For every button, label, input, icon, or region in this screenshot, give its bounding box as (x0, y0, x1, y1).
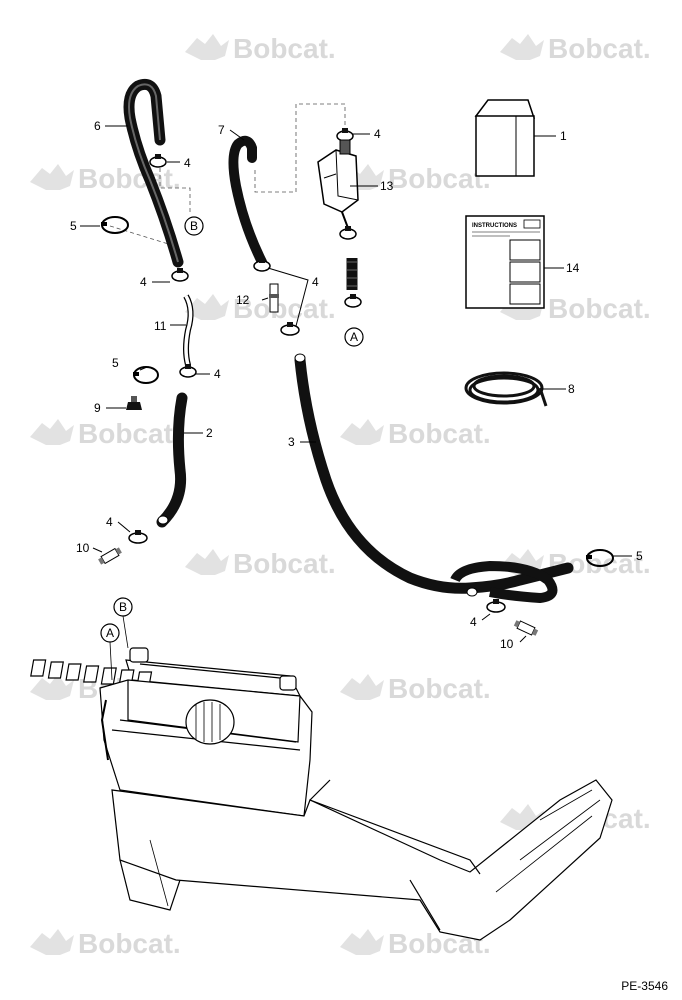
fitting-part-9 (126, 396, 142, 410)
watermark-text: Bobcat. (388, 163, 491, 194)
box-part-1 (474, 99, 536, 177)
hose-part-3-end (294, 353, 306, 363)
callout-4: 4 (140, 275, 147, 289)
leader-lines (80, 125, 632, 643)
bobcat-logo-icon (30, 419, 74, 445)
watermark: Bobcat. (185, 293, 336, 324)
callout-10: 10 (76, 541, 90, 555)
svg-text:B: B (190, 219, 198, 233)
watermark-text: Bobcat. (233, 293, 336, 324)
callout-6: 6 (94, 119, 101, 133)
callout-4: 4 (374, 127, 381, 141)
callout-4: 4 (106, 515, 113, 529)
bobcat-logo-icon (340, 674, 384, 700)
callout-8: 8 (568, 382, 575, 396)
callout-10: 10 (500, 637, 514, 651)
bobcat-logo-icon (30, 164, 74, 190)
reference-code: PE-3546 (621, 979, 668, 993)
callout-3: 3 (288, 435, 295, 449)
fitting-part-12 (269, 283, 279, 313)
watermark: Bobcat. (30, 928, 181, 959)
watermark-text: Bobcat. (78, 163, 181, 194)
hose-part-2 (156, 392, 188, 528)
svg-text:A: A (350, 330, 358, 344)
bobcat-logo-icon (340, 419, 384, 445)
fitting-part-10 (98, 547, 122, 565)
hose-clamp (179, 364, 197, 378)
hose-part-3-loop (450, 560, 558, 604)
bobcat-logo-icon (30, 674, 74, 700)
watermark-text: Bobcat. (548, 33, 651, 64)
callout-13: 13 (380, 179, 394, 193)
callout-5: 5 (70, 219, 77, 233)
manual-title: INSTRUCTIONS (472, 223, 517, 229)
loop-clamp (133, 366, 159, 384)
svg-text:B: B (119, 600, 127, 614)
callout-4: 4 (470, 615, 477, 629)
hose-clamp (149, 154, 167, 168)
watermark: Bobcat. (30, 418, 181, 449)
watermark-text: Bobcat. (388, 418, 491, 449)
watermark-text: Bobcat. (548, 293, 651, 324)
hose-part-6-highlight (128, 83, 179, 263)
watermark: Bobcat. (30, 163, 181, 194)
callout-1: 1 (560, 129, 567, 143)
watermark: Bobcat. (500, 33, 651, 64)
callout-12: 12 (236, 293, 250, 307)
loop-clamp (101, 216, 129, 234)
callout-5: 5 (112, 356, 119, 370)
coolant-reservoir-part-13 (317, 128, 362, 308)
fitting-part-10 (513, 620, 539, 636)
connector-a-top: A (344, 327, 364, 347)
tube-part-11-inner (184, 295, 193, 366)
watermark: Bobcat. (185, 548, 336, 579)
watermark-text: Bobcat. (233, 548, 336, 579)
callout-2: 2 (206, 426, 213, 440)
instruction-manual-part-14: INSTRUCTIONS (465, 215, 545, 309)
bobcat-logo-icon (30, 929, 74, 955)
connector-b-bottom: B (113, 597, 133, 617)
heater-assembly (30, 647, 613, 941)
svg-text:A: A (106, 626, 114, 640)
watermark: Bobcat. (340, 673, 491, 704)
hose-clamp (171, 268, 189, 282)
hose-part-3-end (466, 587, 478, 597)
bobcat-logo-icon (185, 34, 229, 60)
loop-clamp (586, 549, 614, 567)
bobcat-logo-icon (185, 294, 229, 320)
coiled-hose-part-8 (464, 371, 548, 407)
hose-clamp (253, 258, 271, 272)
bobcat-logo-icon (500, 34, 544, 60)
callout-4: 4 (184, 156, 191, 170)
watermark: Bobcat. (340, 418, 491, 449)
bobcat-logo-icon (340, 929, 384, 955)
callout-labels: 6 4 5 4 11 5 4 9 2 4 10 7 12 4 3 4 13 1 … (70, 119, 643, 651)
callout-7: 7 (218, 123, 225, 137)
watermark-text: Bobcat. (78, 418, 181, 449)
watermark-text: Bobcat. (388, 673, 491, 704)
callout-4: 4 (312, 275, 319, 289)
callout-9: 9 (94, 401, 101, 415)
connector-b-top: B (184, 216, 204, 236)
hose-part-2-end (157, 515, 169, 525)
hose-clamp (486, 599, 506, 613)
hose-part-7 (228, 135, 267, 267)
callout-5: 5 (636, 549, 643, 563)
watermark: Bobcat. (185, 33, 336, 64)
callout-11: 11 (154, 319, 167, 333)
hose-clamp (280, 322, 300, 336)
connector-a-bottom: A (100, 623, 120, 643)
watermark-text: Bobcat. (233, 33, 336, 64)
bobcat-logo-icon (185, 549, 229, 575)
hose-part-3 (294, 354, 574, 594)
hose-clamp (128, 530, 148, 544)
watermark: Bobcat. (340, 163, 491, 194)
callout-4: 4 (214, 367, 221, 381)
connector-lead (109, 615, 129, 681)
watermark-text: Bobcat. (78, 928, 181, 959)
callout-14: 14 (566, 261, 580, 275)
